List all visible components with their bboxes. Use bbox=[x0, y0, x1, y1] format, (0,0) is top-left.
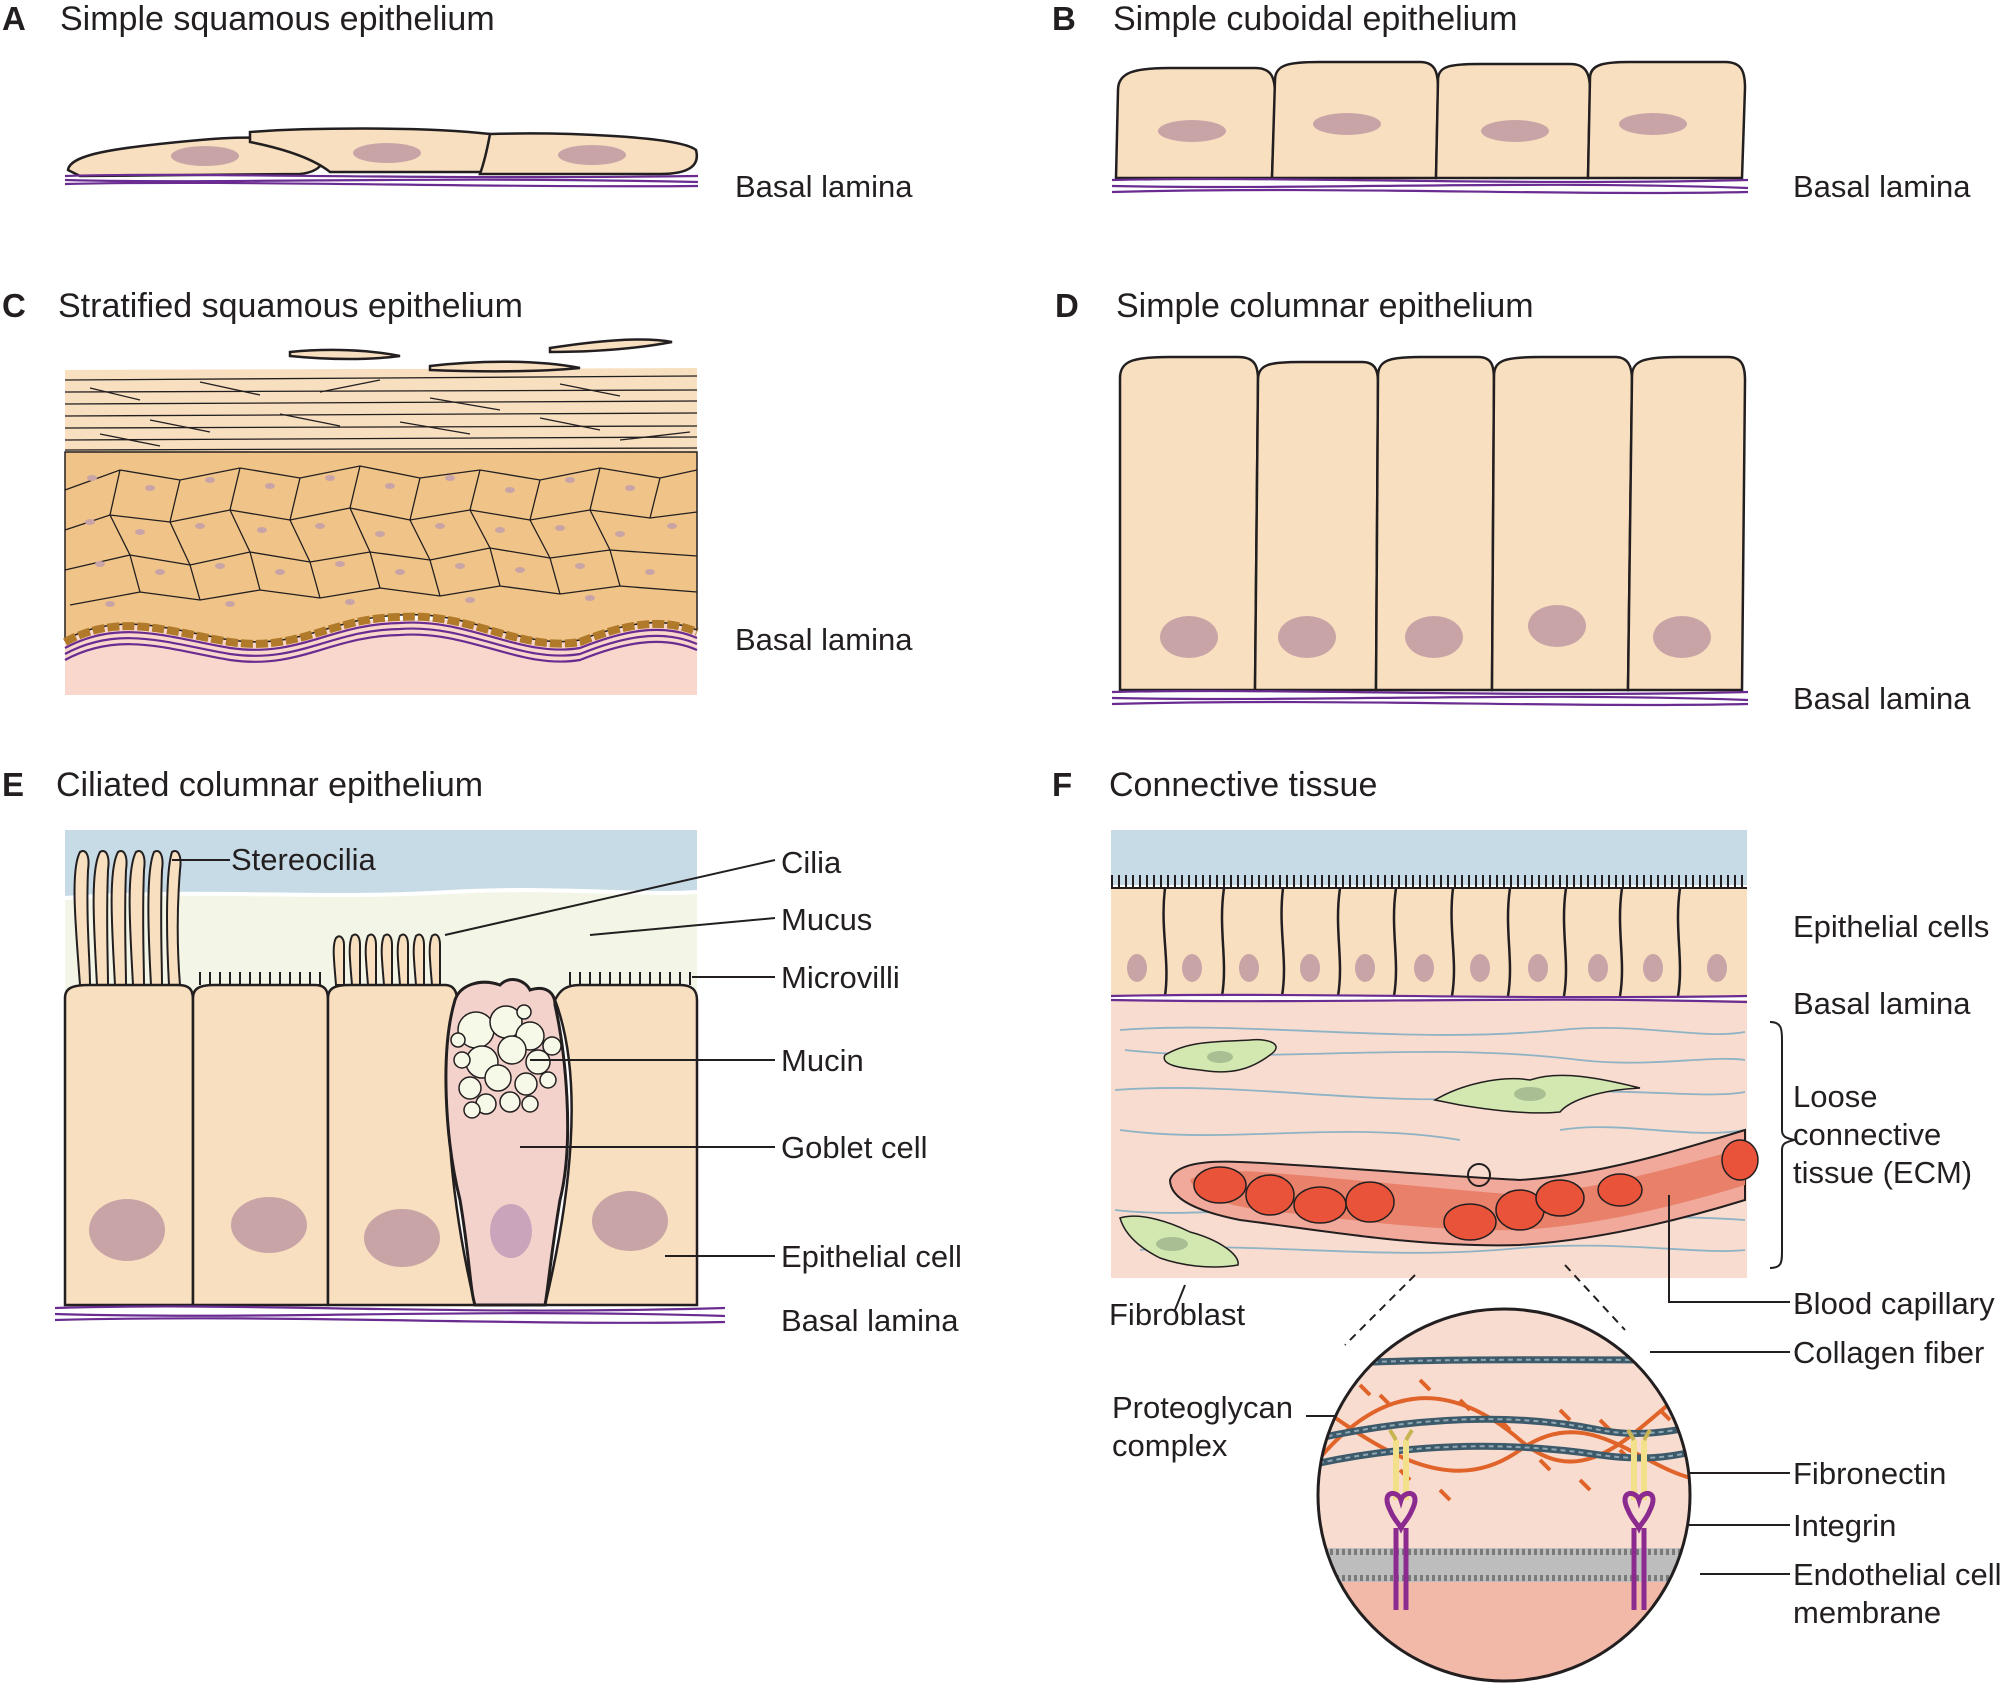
panel-b-basal-label: Basal lamina bbox=[1793, 169, 1971, 204]
basal-lamina-f bbox=[1110, 993, 1748, 1004]
collagen-fiber-label: Collagen fiber bbox=[1793, 1335, 1984, 1370]
loose-label-3: tissue (ECM) bbox=[1793, 1155, 1972, 1190]
epithelial-cell-label: Epithelial cell bbox=[781, 1239, 962, 1274]
stereocilia-label: Stereocilia bbox=[231, 842, 376, 877]
proteoglycan-label-2: complex bbox=[1112, 1428, 1228, 1463]
panel-f: F Connective tissue bbox=[1052, 766, 2002, 1683]
cilia bbox=[332, 933, 441, 986]
ecm-bracket bbox=[1769, 1021, 1798, 1269]
squamous-cells bbox=[66, 127, 699, 178]
panel-e-letter: E bbox=[2, 766, 24, 803]
integrin-left bbox=[1384, 1428, 1418, 1610]
loose-label-2: connective bbox=[1793, 1117, 1941, 1152]
microvilli-label: Microvilli bbox=[781, 960, 900, 995]
goblet-cell-label: Goblet cell bbox=[781, 1130, 927, 1165]
epithelial-cells-label: Epithelial cells bbox=[1793, 909, 1989, 944]
goblet-cell bbox=[444, 978, 570, 1307]
epithelial-cells-e bbox=[63, 983, 699, 1307]
panel-b: B Simple cuboidal epithelium Basal lamin… bbox=[1052, 0, 1971, 204]
basal-lamina-a bbox=[64, 173, 699, 188]
fibroblasts bbox=[1119, 1038, 1641, 1268]
panel-d-letter: D bbox=[1055, 287, 1079, 324]
panel-e-title: Ciliated columnar epithelium bbox=[56, 766, 483, 804]
panel-c-basal-label: Basal lamina bbox=[735, 622, 913, 657]
cuboidal-cells bbox=[1114, 60, 1747, 180]
blood-capillary-label: Blood capillary bbox=[1793, 1286, 1995, 1321]
panel-f-title: Connective tissue bbox=[1109, 766, 1377, 804]
panel-f-basal-label: Basal lamina bbox=[1793, 986, 1971, 1021]
panel-f-letter: F bbox=[1052, 766, 1072, 803]
loose-label-1: Loose bbox=[1793, 1079, 1877, 1114]
endothelial-label-2: membrane bbox=[1793, 1595, 1941, 1630]
panel-c-title: Stratified squamous epithelium bbox=[58, 287, 523, 325]
mucus-label: Mucus bbox=[781, 902, 872, 937]
basal-lamina-b bbox=[1111, 177, 1749, 195]
panel-a: A Simple squamous epithelium Basal lamin… bbox=[2, 0, 913, 204]
fibronectin-label: Fibronectin bbox=[1793, 1456, 1946, 1491]
panel-e-leaders bbox=[172, 859, 776, 1257]
proteoglycan-label-1: Proteoglycan bbox=[1112, 1390, 1293, 1425]
epithelial-row-f bbox=[1111, 875, 1747, 997]
columnar-cells bbox=[1118, 355, 1747, 692]
mucin-label: Mucin bbox=[781, 1043, 864, 1078]
basal-lamina-c bbox=[64, 621, 698, 663]
detail-circle bbox=[1316, 1307, 1692, 1683]
panel-d-basal-label: Basal lamina bbox=[1793, 681, 1971, 716]
panel-d-title: Simple columnar epithelium bbox=[1116, 287, 1534, 325]
stereocilia bbox=[73, 850, 182, 986]
integrin-right bbox=[1622, 1428, 1656, 1610]
basal-lamina-e bbox=[54, 1305, 726, 1324]
endothelial-label-1: Endothelial cell bbox=[1793, 1557, 2002, 1592]
panel-b-letter: B bbox=[1052, 0, 1076, 37]
stratified-nuclei bbox=[85, 475, 677, 607]
panel-e-basal-label: Basal lamina bbox=[781, 1303, 959, 1338]
panel-d: D Simple columnar epithelium Basal lamin… bbox=[1055, 287, 1971, 716]
fibroblast-label: Fibroblast bbox=[1109, 1297, 1245, 1332]
panel-c-letter: C bbox=[2, 287, 26, 324]
basal-lamina-d bbox=[1111, 689, 1749, 707]
panel-a-basal-label: Basal lamina bbox=[735, 169, 913, 204]
panel-a-letter: A bbox=[2, 0, 26, 37]
panel-b-title: Simple cuboidal epithelium bbox=[1113, 0, 1517, 38]
stratified-layers bbox=[63, 338, 699, 695]
integrin-label: Integrin bbox=[1793, 1508, 1896, 1543]
blood-capillary bbox=[1168, 1128, 1759, 1247]
mucin-granules bbox=[450, 1004, 562, 1119]
panel-e: E Ciliated columnar epithelium bbox=[2, 766, 962, 1338]
panel-a-title: Simple squamous epithelium bbox=[60, 0, 495, 38]
cilia-label: Cilia bbox=[781, 845, 842, 880]
panel-c: C Stratified squamous epithelium bbox=[2, 287, 913, 695]
microvilli bbox=[199, 972, 691, 985]
red-blood-cells bbox=[1193, 1139, 1759, 1241]
